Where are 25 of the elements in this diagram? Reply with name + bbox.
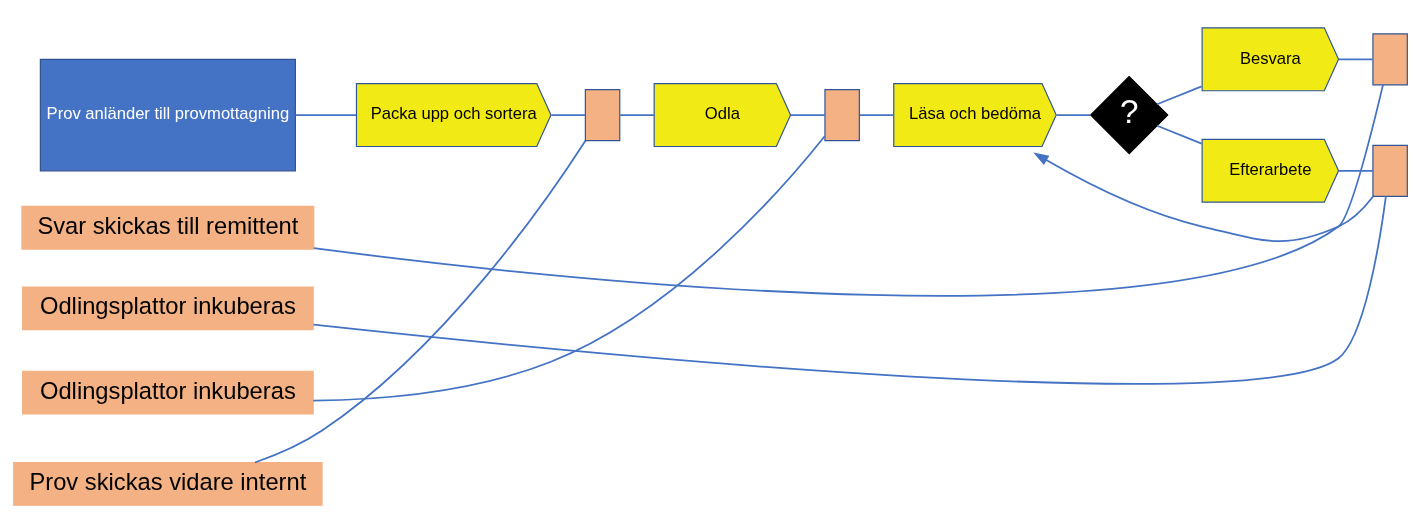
connector [254, 139, 587, 464]
arrow [1033, 152, 1374, 243]
node-box: Odlingsplattor inkuberas [22, 286, 314, 331]
node-box [1372, 33, 1408, 86]
node-box [1372, 144, 1408, 197]
node-box: Prov skickas vidare internt [13, 461, 323, 506]
connector [550, 114, 587, 116]
connector [619, 114, 656, 116]
node-box [584, 88, 621, 142]
node-diamond: ? [1089, 75, 1169, 155]
connector [1055, 114, 1092, 116]
connector [294, 114, 358, 116]
connector [1337, 58, 1374, 61]
node-box: Prov anländer till provmottagning [39, 58, 296, 172]
connector [1337, 169, 1374, 172]
connector [858, 114, 895, 116]
connector [312, 135, 826, 402]
node-box [824, 88, 860, 142]
connector [1156, 124, 1203, 145]
connector [312, 195, 1387, 385]
node-box: Odlingsplattor inkuberas [22, 370, 314, 415]
node-box: Svar skickas till remittent [21, 205, 315, 250]
connector [1156, 85, 1203, 106]
connector [312, 83, 1384, 297]
connector [789, 114, 826, 116]
